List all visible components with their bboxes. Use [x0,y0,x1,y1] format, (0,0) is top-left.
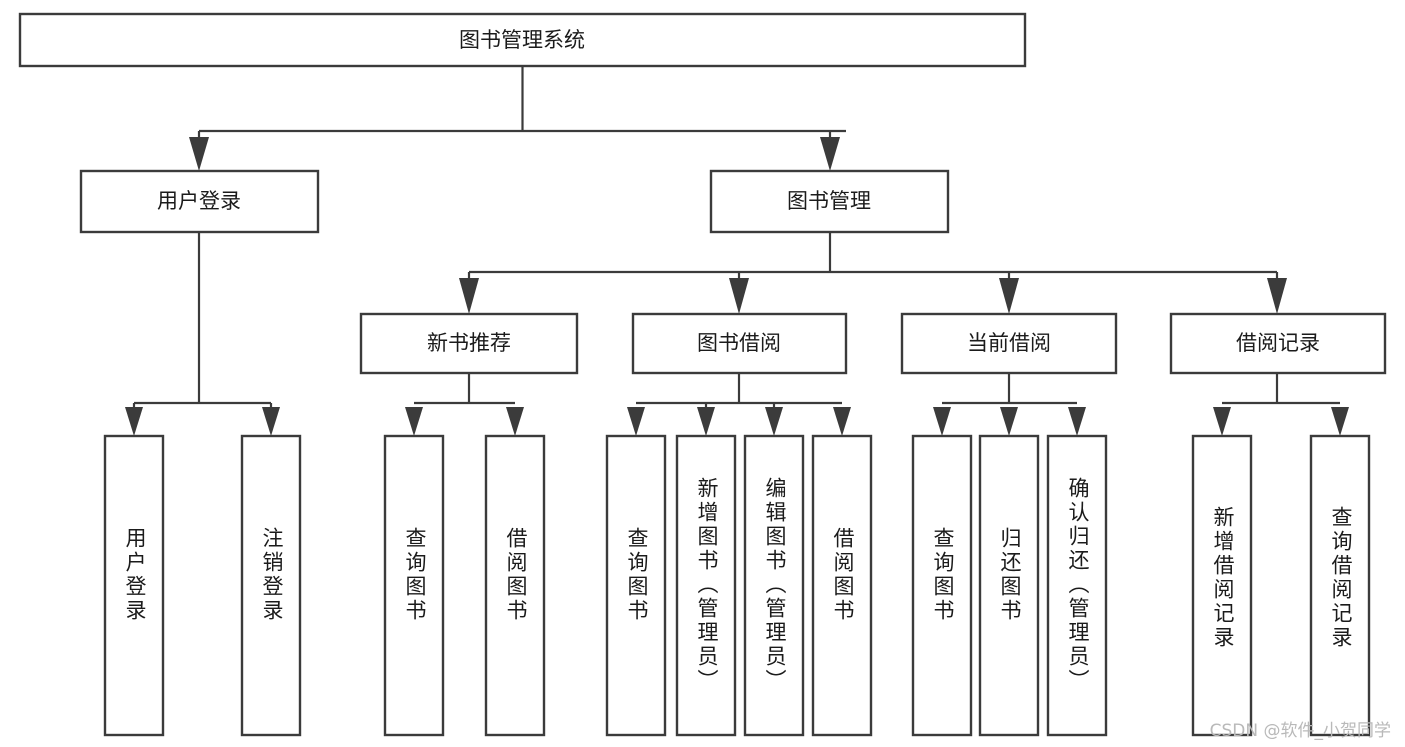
node-user-login[interactable]: 用户登录 [79,169,320,234]
node-leaf-rec-borrow[interactable]: 借阅图书 [484,434,546,737]
node-root-label: 图书管理系统 [459,28,585,52]
node-leaf-borrow-take-box[interactable] [811,434,873,737]
arrow-head-new-book-rec [459,278,479,314]
arrow-head-user-login [189,137,209,171]
node-leaf-user-logout-box[interactable] [240,434,302,737]
node-leaf-borrow-query-box[interactable] [605,434,667,737]
node-leaf-rec-search-label: 查询借阅记录 [1329,506,1353,650]
arrow-head-book-manage [820,137,840,171]
node-leaf-borrow-query[interactable]: 查询图书 [605,434,667,737]
node-leaf-cur-confirm-label: 确认归还（管理员） [1066,477,1090,693]
arrow-head-leaf-cur-query [933,407,951,436]
node-leaf-borrow-edit-label: 编辑图书（管理员） [763,477,787,693]
node-current-borrow-box[interactable] [900,312,1118,375]
node-borrow-record-box[interactable] [1169,312,1387,375]
node-new-book-rec-label: 新书推荐 [427,331,511,355]
csdn-watermark: CSDN @软件_小贺同学 [1209,721,1391,741]
node-leaf-rec-add[interactable]: 新增借阅记录 [1191,434,1253,737]
node-root-box[interactable] [18,12,1027,68]
connectors-layer [125,66,1349,436]
node-user-login-box[interactable] [79,169,320,234]
node-leaf-borrow-edit[interactable]: 编辑图书（管理员） [743,434,805,737]
node-leaf-user-logout[interactable]: 注销登录 [240,434,302,737]
node-leaf-cur-query-label: 查询图书 [931,527,955,623]
node-leaf-borrow-edit-box[interactable] [743,434,805,737]
node-leaf-rec-query[interactable]: 查询图书 [383,434,445,737]
arrow-head-leaf-cur-confirm [1068,407,1086,436]
node-book-borrow-label: 图书借阅 [697,331,781,355]
node-leaf-cur-return-label: 归还图书 [998,527,1022,623]
node-leaf-user-logout-label: 注销登录 [260,527,284,623]
arrow-head-leaf-borrow-take [833,407,851,436]
node-leaf-borrow-query-label: 查询图书 [625,527,649,623]
node-book-borrow-box[interactable] [631,312,848,375]
node-leaf-cur-confirm[interactable]: 确认归还（管理员） [1046,434,1108,737]
node-book-manage-label: 图书管理 [787,189,871,213]
arrow-head-leaf-borrow-edit [765,407,783,436]
arrow-head-leaf-user-logout [262,407,280,436]
arrow-head-leaf-borrow-query [627,407,645,436]
arrow-head-book-borrow [729,278,749,314]
node-borrow-record[interactable]: 借阅记录 [1169,312,1387,375]
node-leaf-rec-search-box[interactable] [1309,434,1371,737]
node-leaf-cur-confirm-box[interactable] [1046,434,1108,737]
node-book-borrow[interactable]: 图书借阅 [631,312,848,375]
node-book-manage-box[interactable] [709,169,950,234]
node-leaf-rec-borrow-box[interactable] [484,434,546,737]
arrow-head-leaf-rec-borrow [506,407,524,436]
node-leaf-rec-borrow-label: 借阅图书 [504,527,528,623]
node-current-borrow[interactable]: 当前借阅 [900,312,1118,375]
node-leaf-borrow-take[interactable]: 借阅图书 [811,434,873,737]
node-user-login-label: 用户登录 [157,189,241,213]
node-borrow-record-label: 借阅记录 [1236,331,1320,355]
node-current-borrow-label: 当前借阅 [967,331,1051,355]
node-leaf-cur-return[interactable]: 归还图书 [978,434,1040,737]
node-leaf-rec-query-box[interactable] [383,434,445,737]
node-leaf-rec-add-label: 新增借阅记录 [1211,506,1235,650]
node-leaf-borrow-add[interactable]: 新增图书（管理员） [675,434,737,737]
arrow-head-leaf-rec-search [1331,407,1349,436]
node-leaf-borrow-add-label: 新增图书（管理员） [695,477,719,693]
node-leaf-rec-query-label: 查询图书 [403,527,427,623]
node-leaf-cur-query-box[interactable] [911,434,973,737]
arrow-head-current-borrow [999,278,1019,314]
node-book-manage[interactable]: 图书管理 [709,169,950,234]
node-leaf-cur-return-box[interactable] [978,434,1040,737]
arrow-head-leaf-borrow-add [697,407,715,436]
arrow-head-leaf-rec-query [405,407,423,436]
node-leaf-cur-query[interactable]: 查询图书 [911,434,973,737]
arrow-head-leaf-user-login [125,407,143,436]
arrow-head-borrow-record [1267,278,1287,314]
node-leaf-borrow-take-label: 借阅图书 [831,527,855,623]
node-root[interactable]: 图书管理系统 [18,12,1027,68]
arrow-head-leaf-cur-return [1000,407,1018,436]
node-leaf-rec-search[interactable]: 查询借阅记录 [1309,434,1371,737]
node-leaf-user-login[interactable]: 用户登录 [103,434,165,737]
arrow-head-leaf-rec-add [1213,407,1231,436]
node-leaf-borrow-add-box[interactable] [675,434,737,737]
node-new-book-rec[interactable]: 新书推荐 [359,312,579,375]
node-leaf-user-login-label: 用户登录 [123,527,147,623]
node-new-book-rec-box[interactable] [359,312,579,375]
node-leaf-user-login-box[interactable] [103,434,165,737]
node-leaf-rec-add-box[interactable] [1191,434,1253,737]
